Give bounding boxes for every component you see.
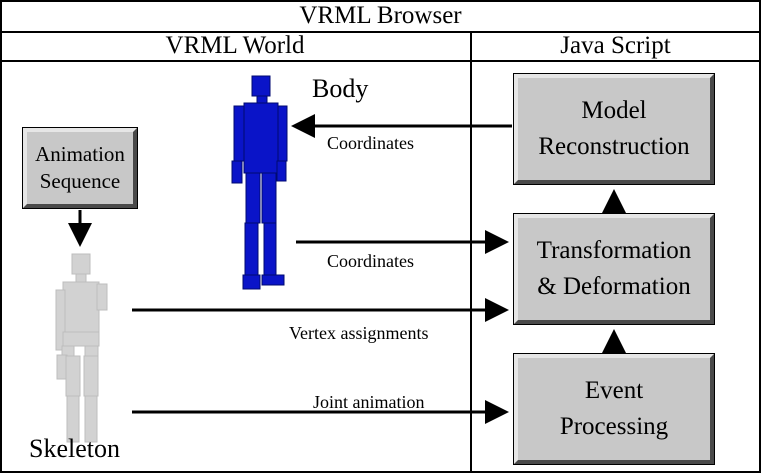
top-border [0,0,761,2]
model-box-line2: Reconstruction [538,133,690,160]
skeleton-figure [55,253,108,443]
model-box-line1: Model [581,97,647,124]
left-border [0,0,2,473]
edge-label-skeleton-to-event: Joint animation [313,392,425,412]
edge-label-model-to-body: Coordinates [327,133,414,153]
animation-box-line2: Sequence [39,169,121,193]
right-border [759,0,761,473]
transform-box-line2: & Deformation [537,273,691,300]
body-figure [231,75,288,290]
edge-label-skeleton-to-transform: Vertex assignments [289,323,429,343]
event-box-line2: Processing [559,413,669,440]
event-box-line1: Event [584,377,644,404]
body-label: Body [312,74,369,103]
animation-box-line1: Animation [35,142,125,166]
skeleton-label: Skeleton [29,434,120,463]
header-divider [0,31,761,33]
bottom-border [0,471,761,473]
section-divider [470,31,472,473]
transform-box-line1: Transformation [536,237,692,264]
world-title: VRML World [165,32,305,59]
subheader-divider [0,60,761,62]
edge-label-body-to-transform: Coordinates [327,251,414,271]
transformation-box: Transformation & Deformation [513,213,715,325]
browser-title: VRML Browser [299,2,462,29]
script-title: Java Script [560,32,671,59]
